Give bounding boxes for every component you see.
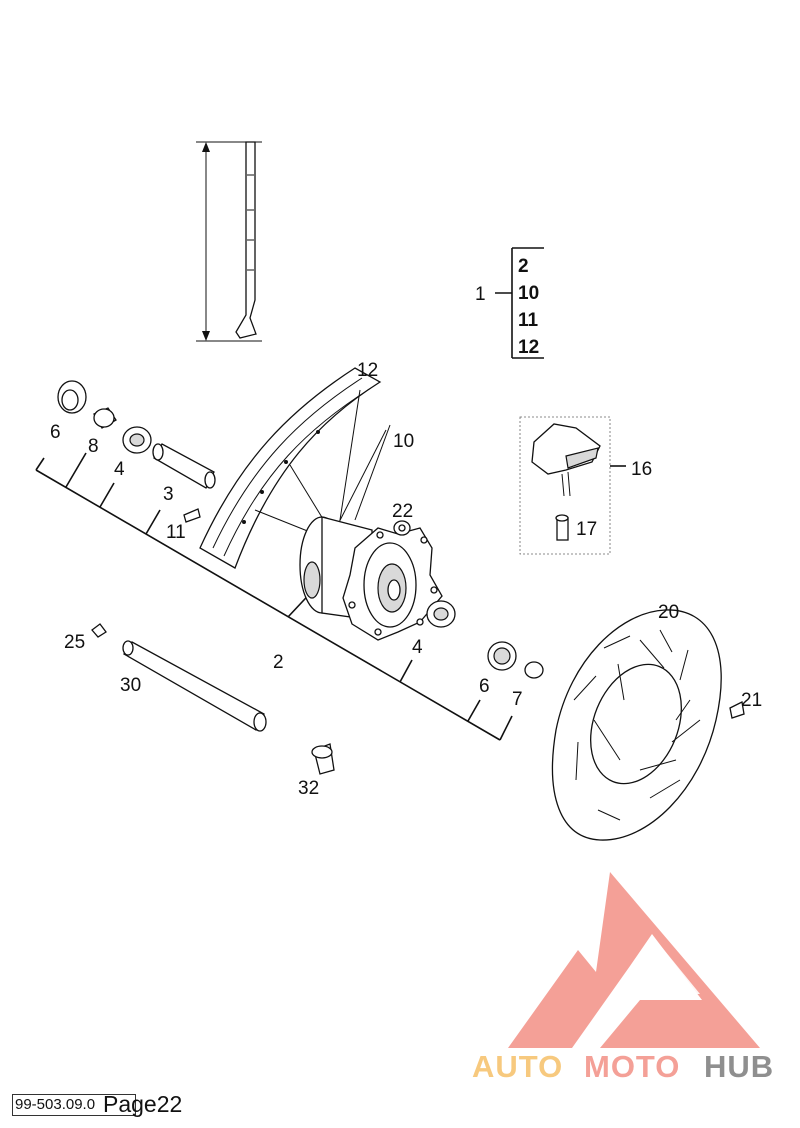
label-8: 8	[88, 436, 99, 457]
wheel-rim	[199, 367, 382, 569]
label-21: 21	[741, 690, 762, 711]
label-4a: 4	[114, 459, 125, 480]
bracket-item-0: 2	[518, 256, 529, 277]
valve-box	[519, 416, 626, 555]
label-17: 17	[576, 519, 597, 540]
label-2: 2	[273, 652, 284, 673]
label-20: 20	[658, 602, 679, 623]
bracket-item-3: 12	[518, 337, 539, 358]
bracket-item-2: 11	[518, 310, 539, 331]
label-1: 1	[475, 284, 486, 305]
label-6a: 6	[50, 422, 61, 443]
label-6b: 6	[479, 676, 490, 697]
watermark-part2: MOTO	[584, 1049, 680, 1084]
watermark-part1: AUTO	[472, 1049, 563, 1084]
label-11: 11	[166, 522, 186, 543]
kit-bracket: 1 2 10 11 12	[475, 247, 544, 359]
label-32: 32	[298, 778, 319, 799]
label-25: 25	[64, 632, 85, 653]
label-4b: 4	[412, 637, 423, 658]
label-30: 30	[120, 675, 141, 696]
wheel-hub	[299, 516, 443, 641]
footer-code: 99-503.09.0	[12, 1094, 136, 1116]
label-10: 10	[393, 431, 414, 452]
brake-disc	[551, 609, 722, 841]
spoke-dimension	[196, 141, 262, 342]
watermark-logo: AUTO MOTO HUB	[472, 872, 774, 1084]
label-16: 16	[631, 459, 652, 480]
label-7: 7	[512, 689, 523, 710]
watermark-part3: HUB	[704, 1049, 774, 1084]
label-3: 3	[163, 484, 174, 505]
footer-page: Page22	[103, 1091, 183, 1117]
bracket-item-1: 10	[518, 283, 539, 304]
label-22: 22	[392, 501, 413, 522]
small-parts	[57, 380, 745, 775]
label-12: 12	[357, 360, 378, 381]
assembly-axis-line	[35, 452, 513, 741]
